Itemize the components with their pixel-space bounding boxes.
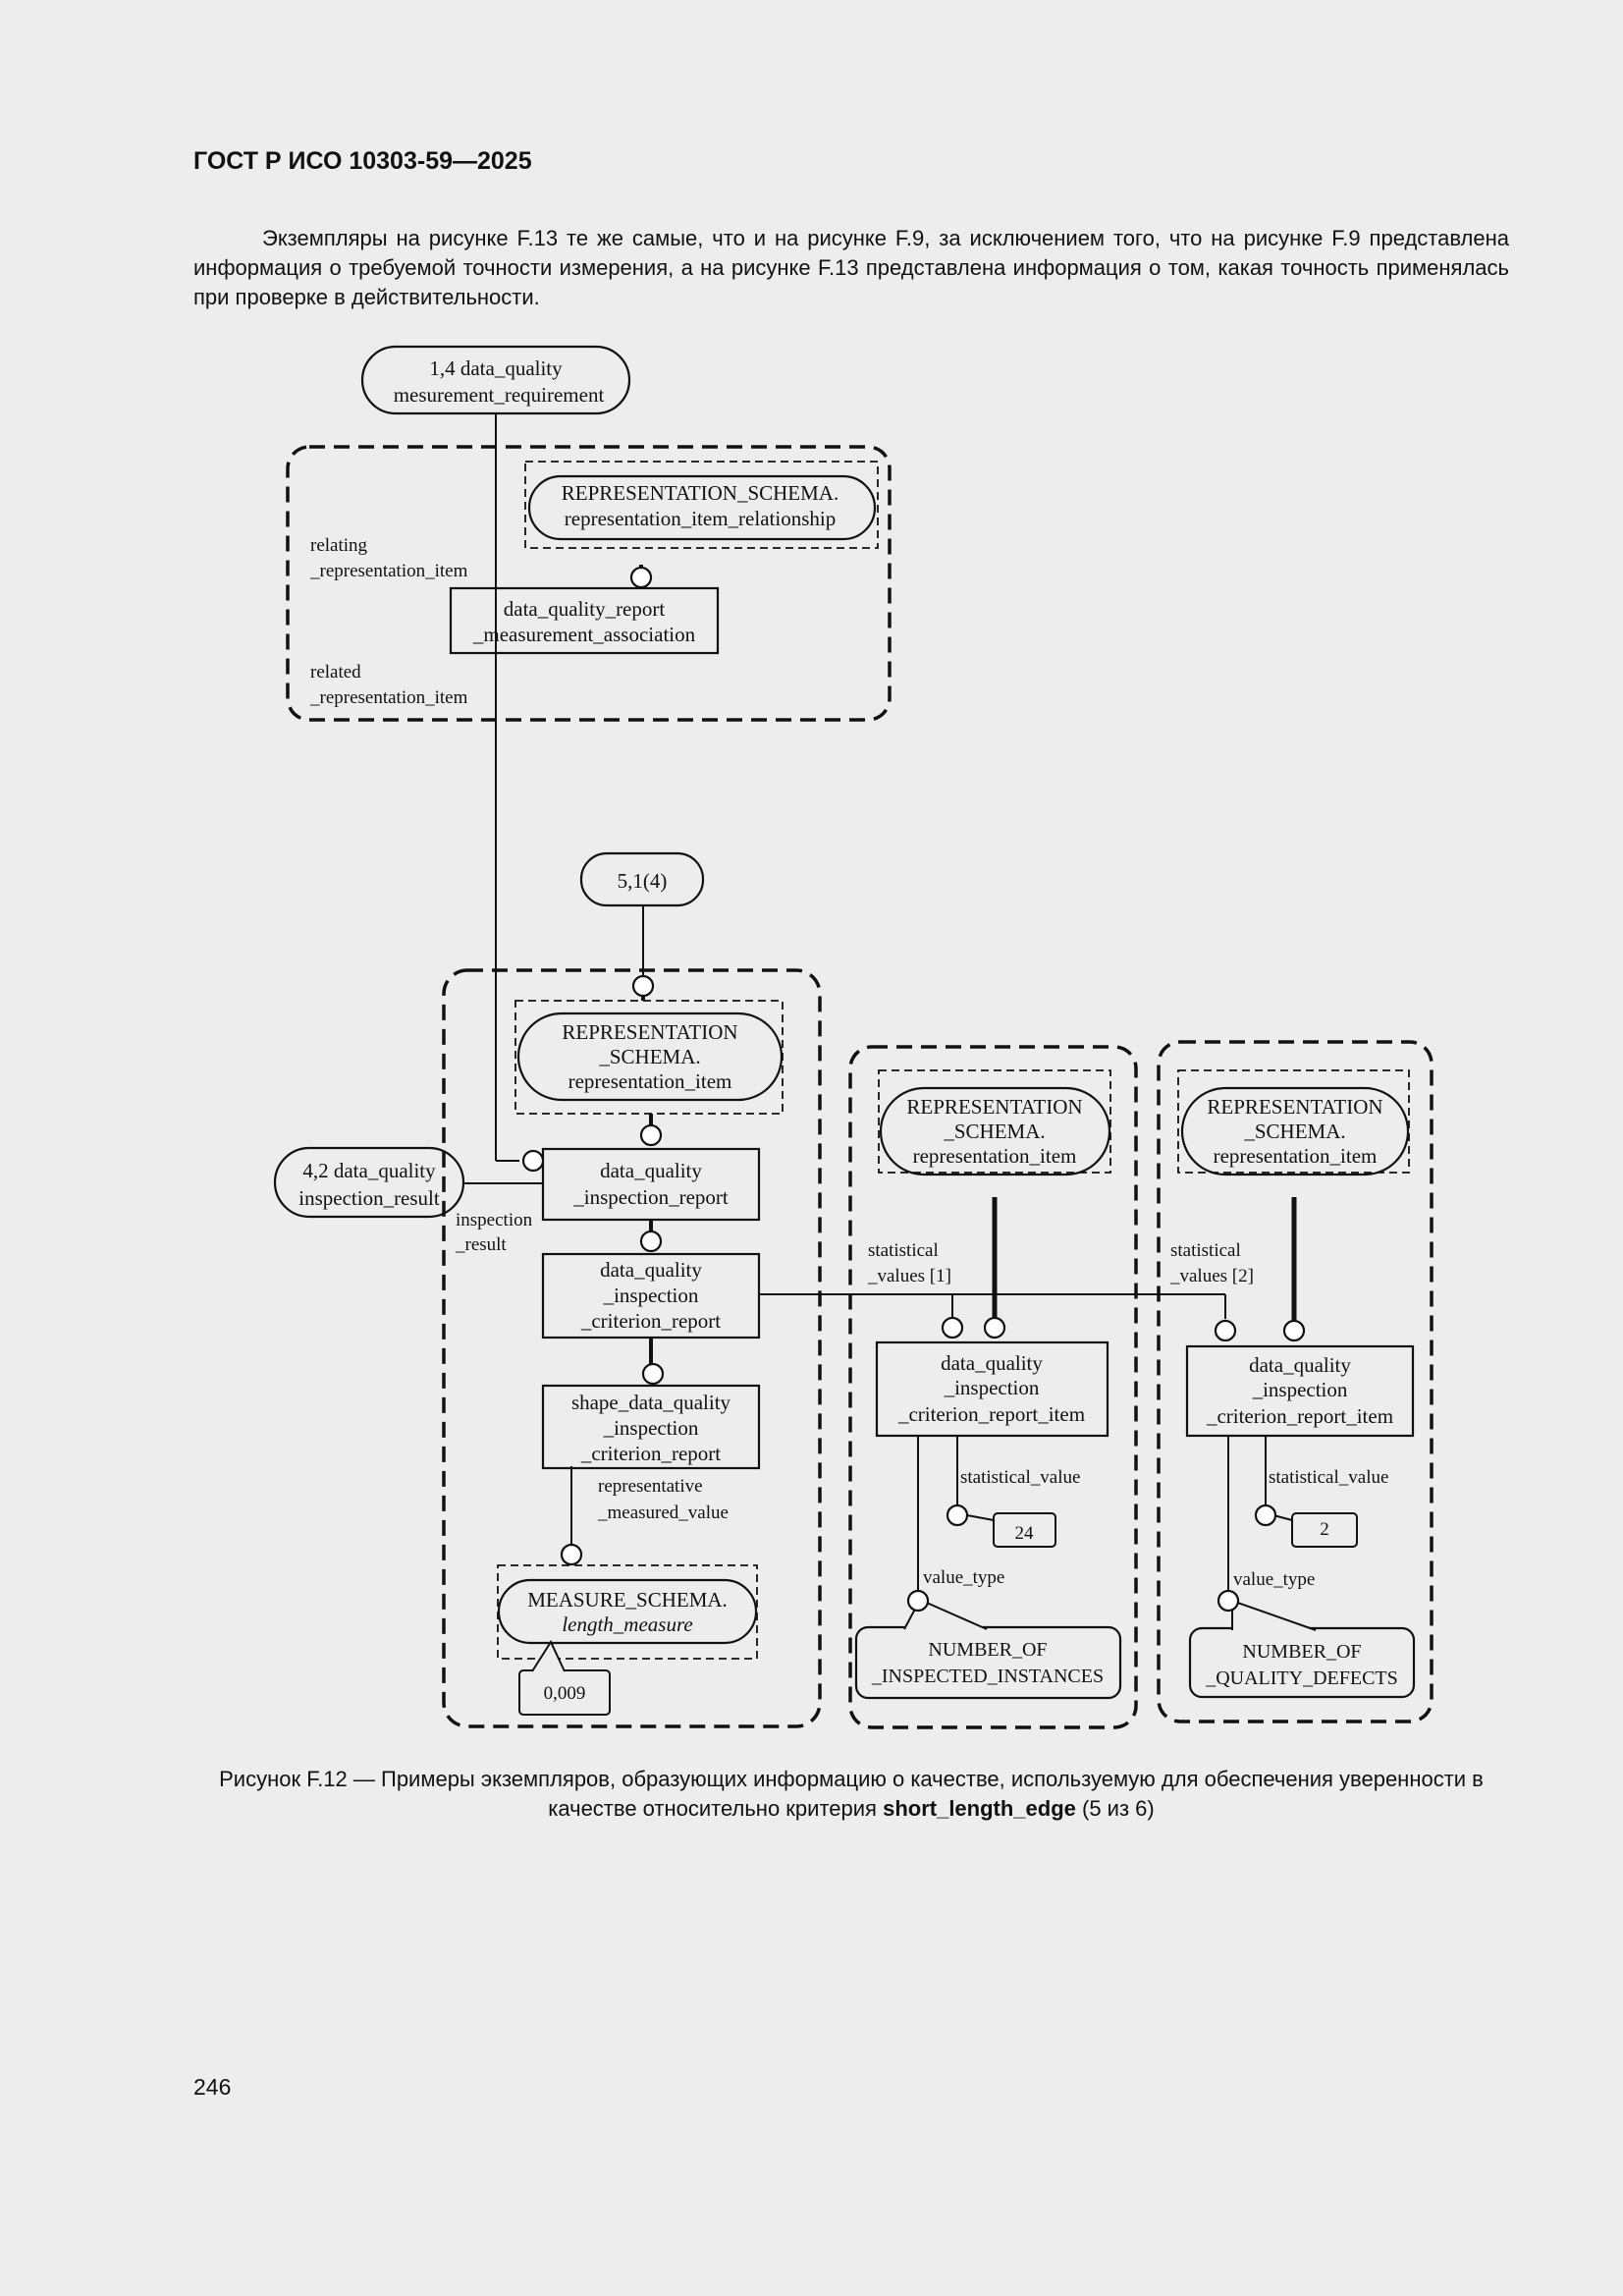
item-3-line2: _inspection xyxy=(944,1376,1040,1399)
label-related-2: _representation_item xyxy=(309,687,468,708)
schema-1-dashed-box xyxy=(524,461,879,549)
label-statistical-4-2: _values [2] xyxy=(1169,1266,1254,1286)
caption-suffix: (5 из 6) xyxy=(1075,1796,1155,1821)
dqr-association-line1: data_quality_report xyxy=(504,597,666,621)
group-1-border xyxy=(286,445,892,722)
label-relating-1: relating xyxy=(310,535,368,556)
schema-3-line2: _SCHEMA. xyxy=(943,1120,1045,1143)
type-box-3-line1: NUMBER_OF xyxy=(928,1639,1047,1661)
schema-1-line1: REPRESENTATION_SCHEMA. xyxy=(562,481,839,505)
inspection-report-line1: data_quality xyxy=(600,1159,702,1182)
top-ref-line1: 1,4 data_quality xyxy=(429,356,563,380)
caption-criterion: short_length_edge xyxy=(883,1796,1076,1821)
shape-criterion-report-box xyxy=(541,1384,761,1470)
type-box-3 xyxy=(854,1625,1122,1700)
ref-51-text: 5,1(4) xyxy=(618,869,668,893)
value-24: 24 xyxy=(1015,1523,1035,1544)
measure-line1: MEASURE_SCHEMA. xyxy=(527,1588,728,1612)
ref-51-oval xyxy=(579,851,705,907)
value-2: 2 xyxy=(1320,1519,1329,1540)
caption-text: Рисунок F.12 — Примеры экземпляров, обра… xyxy=(219,1767,1484,1821)
type-box-3-line2: _INSPECTED_INSTANCES xyxy=(871,1666,1104,1687)
label-statistical-4-1: statistical xyxy=(1170,1240,1241,1261)
inspection-report-line2: _inspection_report xyxy=(572,1185,729,1209)
group-2-border xyxy=(442,968,822,1728)
label-stat-value-4: statistical_value xyxy=(1269,1467,1388,1488)
label-stat-value-3: statistical_value xyxy=(960,1467,1080,1488)
ref-42-line2: inspection_result xyxy=(298,1186,440,1210)
criterion-line1: data_quality xyxy=(600,1258,702,1282)
measure-line2: length_measure xyxy=(562,1613,692,1636)
shape-line1: shape_data_quality xyxy=(571,1391,731,1414)
group-3-border xyxy=(848,1045,1138,1729)
schema-4-line2: _SCHEMA. xyxy=(1243,1120,1345,1143)
label-representative-1: representative xyxy=(598,1476,703,1497)
item-4-line2: _inspection xyxy=(1252,1378,1348,1401)
top-ref-oval xyxy=(360,345,631,415)
type-box-4-line1: NUMBER_OF xyxy=(1242,1641,1361,1663)
criterion-line2: _inspection xyxy=(603,1284,699,1307)
schema-3-line3: representation_item xyxy=(913,1144,1077,1168)
shape-line3: _criterion_report xyxy=(580,1442,721,1465)
value-2-box xyxy=(1291,1512,1358,1548)
intro-paragraph: Экземпляры на рисунке F.13 те же самые, … xyxy=(193,226,1509,309)
dqr-association-line2: _measurement_association xyxy=(472,623,696,646)
item-4-line3: _criterion_report_item xyxy=(1206,1404,1393,1428)
page-header: ГОСТ Р ИСО 10303-59—2025 xyxy=(193,147,532,175)
label-inspection-2: _result xyxy=(455,1234,507,1255)
type-box-4-line2: _QUALITY_DEFECTS xyxy=(1205,1667,1398,1689)
schema-1-oval xyxy=(527,474,877,541)
label-representative-2: _measured_value xyxy=(597,1503,729,1523)
schema-3-dashed-box xyxy=(878,1069,1111,1174)
value-24-box xyxy=(993,1512,1056,1548)
schema-4-line1: REPRESENTATION xyxy=(1207,1095,1382,1119)
shape-line2: _inspection xyxy=(603,1416,699,1440)
label-value-type-4: value_type xyxy=(1233,1569,1315,1590)
label-relating-2: _representation_item xyxy=(309,561,468,581)
schema-2-line1: REPRESENTATION xyxy=(562,1020,737,1044)
measure-value: 0,009 xyxy=(544,1683,586,1704)
label-statistical-3-1: statistical xyxy=(868,1240,939,1261)
label-statistical-3-2: _values [1] xyxy=(867,1266,951,1286)
item-4-line1: data_quality xyxy=(1249,1353,1351,1377)
measure-oval xyxy=(497,1578,758,1645)
schema-2-oval xyxy=(516,1011,784,1102)
schema-4-oval xyxy=(1180,1086,1410,1176)
schema-4-line3: representation_item xyxy=(1214,1144,1378,1168)
schema-3-line1: REPRESENTATION xyxy=(906,1095,1082,1119)
schema-1-line2: representation_item_relationship xyxy=(565,507,836,530)
schema-2-line2: _SCHEMA. xyxy=(598,1045,700,1068)
label-inspection-1: inspection xyxy=(456,1210,533,1230)
schema-4-dashed-box xyxy=(1177,1069,1410,1174)
ref-42-oval xyxy=(273,1146,465,1219)
page-number: 246 xyxy=(193,2074,232,2100)
top-ref-line2: mesurement_requirement xyxy=(394,383,605,407)
report-item-3-box xyxy=(875,1340,1109,1438)
schema-2-line3: representation_item xyxy=(568,1069,732,1093)
figure-caption: Рисунок F.12 — Примеры экземпляров, обра… xyxy=(193,1765,1509,1824)
criterion-report-box xyxy=(541,1252,761,1339)
label-value-type-3: value_type xyxy=(923,1567,1004,1588)
item-3-line1: data_quality xyxy=(941,1351,1043,1375)
dqr-measurement-association-box xyxy=(449,586,720,655)
ref-42-line1: 4,2 data_quality xyxy=(302,1159,436,1182)
item-3-line3: _criterion_report_item xyxy=(897,1402,1085,1426)
report-item-4-box xyxy=(1185,1344,1415,1438)
label-related-1: related xyxy=(310,662,361,683)
schema-3-oval xyxy=(879,1086,1111,1176)
criterion-line3: _criterion_report xyxy=(580,1309,721,1333)
inspection-report-box xyxy=(541,1147,761,1222)
